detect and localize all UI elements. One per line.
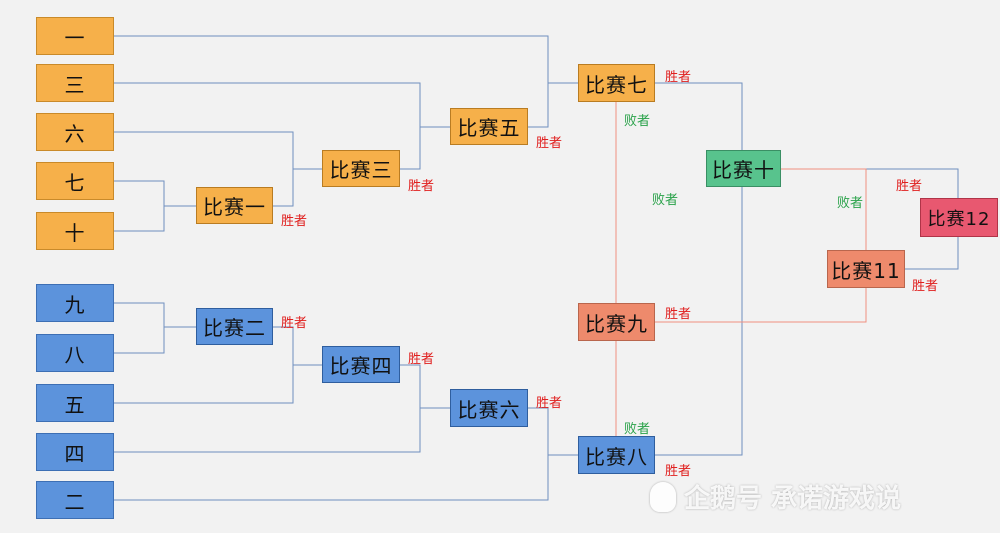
line-m8-m10 [655,187,743,456]
loser-label-m10: 败者 [837,196,864,211]
match-10: 比赛十 [706,150,781,187]
team-3: 三 [36,64,114,102]
line-t6-m3 [114,131,322,170]
team-4: 四 [36,433,114,471]
watermark-text: 企鹅号 承诺游戏说 [684,484,902,514]
winner-label-m6: 胜者 [536,396,563,411]
team-1: 一 [36,17,114,55]
match-7: 比赛七 [578,64,655,102]
line-m10-m11 [781,168,867,250]
match-9: 比赛九 [578,303,655,341]
match-5: 比赛五 [450,108,528,145]
match-1: 比赛一 [196,187,273,224]
match-12: 比赛12 [920,198,998,237]
winner-label-m3: 胜者 [408,179,435,194]
team-5: 五 [36,384,114,422]
match-8: 比赛八 [578,436,655,474]
line-m2-m4 [273,326,294,365]
team-7: 七 [36,162,114,200]
team-10: 十 [36,212,114,250]
line-t1-m7 [114,35,578,84]
line-m11-m12 [905,237,959,270]
winner-label-m4: 胜者 [408,352,435,367]
match-6: 比赛六 [450,389,528,427]
line-t7-m1 [114,180,196,207]
line-t3-m5 [114,82,450,128]
line-m4-m6 [400,364,421,408]
team-8: 八 [36,334,114,372]
match-2: 比赛二 [196,308,273,345]
line-m9-m11 [655,288,867,323]
winner-label-m11: 胜者 [912,279,939,294]
penguin-logo-icon [650,481,676,512]
line-t8-m2 [114,327,165,354]
match-11: 比赛11 [827,250,905,288]
match-3: 比赛三 [322,150,400,187]
line-t4-m6 [114,407,450,453]
winner-label-m8: 胜者 [665,464,692,479]
winner-label-m2: 胜者 [281,316,308,331]
loser-label-m9-side: 败者 [652,193,679,208]
winner-label-m1: 胜者 [281,214,308,229]
line-t5-m4 [114,364,322,404]
line-t10-m1 [114,206,165,232]
loser-label-m7: 败者 [624,114,651,129]
team-6: 六 [36,113,114,151]
line-t9-m2 [114,302,196,328]
watermark: 企鹅号 承诺游戏说 [650,478,901,515]
winner-label-m5: 胜者 [536,136,563,151]
winner-label-m9: 胜者 [665,307,692,322]
line-m6-m8 [528,407,549,455]
match-4: 比赛四 [322,346,400,383]
loser-label-m8: 败者 [624,422,651,437]
line-t2-m8 [114,454,578,501]
winner-label-m7: 胜者 [665,70,692,85]
team-2: 二 [36,481,114,519]
line-m1-m3 [273,169,294,207]
winner-label-m10: 胜者 [896,179,923,194]
line-m5-m7 [528,83,549,128]
team-9: 九 [36,284,114,322]
line-m10-m12 [781,168,959,198]
line-m3-m5 [400,127,421,170]
